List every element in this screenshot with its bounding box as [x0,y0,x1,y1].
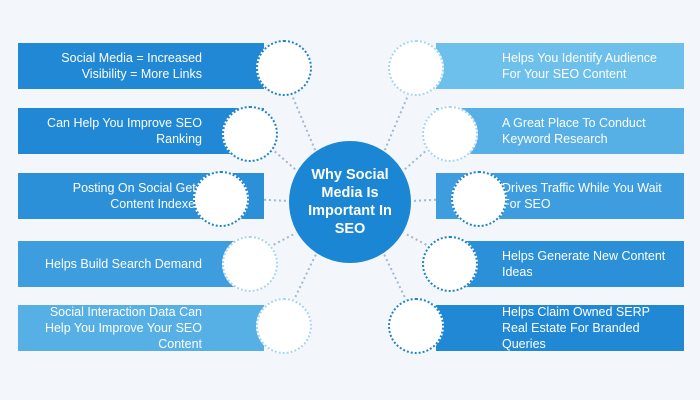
connector-left-5 [290,249,319,307]
ring-left-3 [193,171,249,227]
ring-left-5 [256,298,312,354]
ring-left-4 [222,236,278,292]
ring-right-2 [422,106,478,162]
ring-left-2 [222,106,278,162]
left-item-5-text: Social Interaction Data Can Help You Imp… [44,305,202,351]
left-item-4: Helps Build Search Demand [18,241,264,287]
left-item-1: Social Media = Increased Visibility = Mo… [18,43,264,89]
ring-right-3 [451,171,507,227]
connector-left-1 [290,92,317,153]
ring-left-1 [256,40,312,96]
left-item-3-text: Posting On Social Gets Content Indexed [72,181,202,211]
left-item-1-text: Social Media = Increased Visibility = Mo… [61,51,202,81]
right-item-2: A Great Place To Conduct Keyword Researc… [436,108,684,154]
left-item-2-text: Can Help You Improve SEO Ranking [47,116,202,146]
connector-right-2 [403,134,445,171]
right-item-4: Helps Generate New Content Ideas [436,241,684,287]
hub-title: Why Social Media Is Important In SEO [308,167,392,237]
right-item-5: Helps Claim Owned SERP Real Estate For B… [436,305,684,351]
right-item-1-text: Helps You Identify Audience For Your SEO… [502,51,657,81]
left-item-2: Can Help You Improve SEO Ranking [18,108,264,154]
left-item-4-text: Helps Build Search Demand [44,257,202,271]
ring-right-4 [422,236,478,292]
connector-left-2 [255,134,297,171]
right-item-3-text: Drives Traffic While You Wait For SEO [502,181,662,211]
right-item-2-text: A Great Place To Conduct Keyword Researc… [502,116,646,146]
left-item-5: Social Interaction Data Can Help You Imp… [18,305,264,351]
connector-right-5 [381,249,410,307]
ring-right-1 [388,40,444,96]
connector-right-1 [383,92,410,153]
central-hub: Why Social Media Is Important In SEO [289,141,411,263]
right-item-4-text: Helps Generate New Content Ideas [502,249,666,279]
right-item-1: Helps You Identify Audience For Your SEO… [436,43,684,89]
ring-right-5 [388,298,444,354]
right-item-5-text: Helps Claim Owned SERP Real Estate For B… [502,305,650,351]
